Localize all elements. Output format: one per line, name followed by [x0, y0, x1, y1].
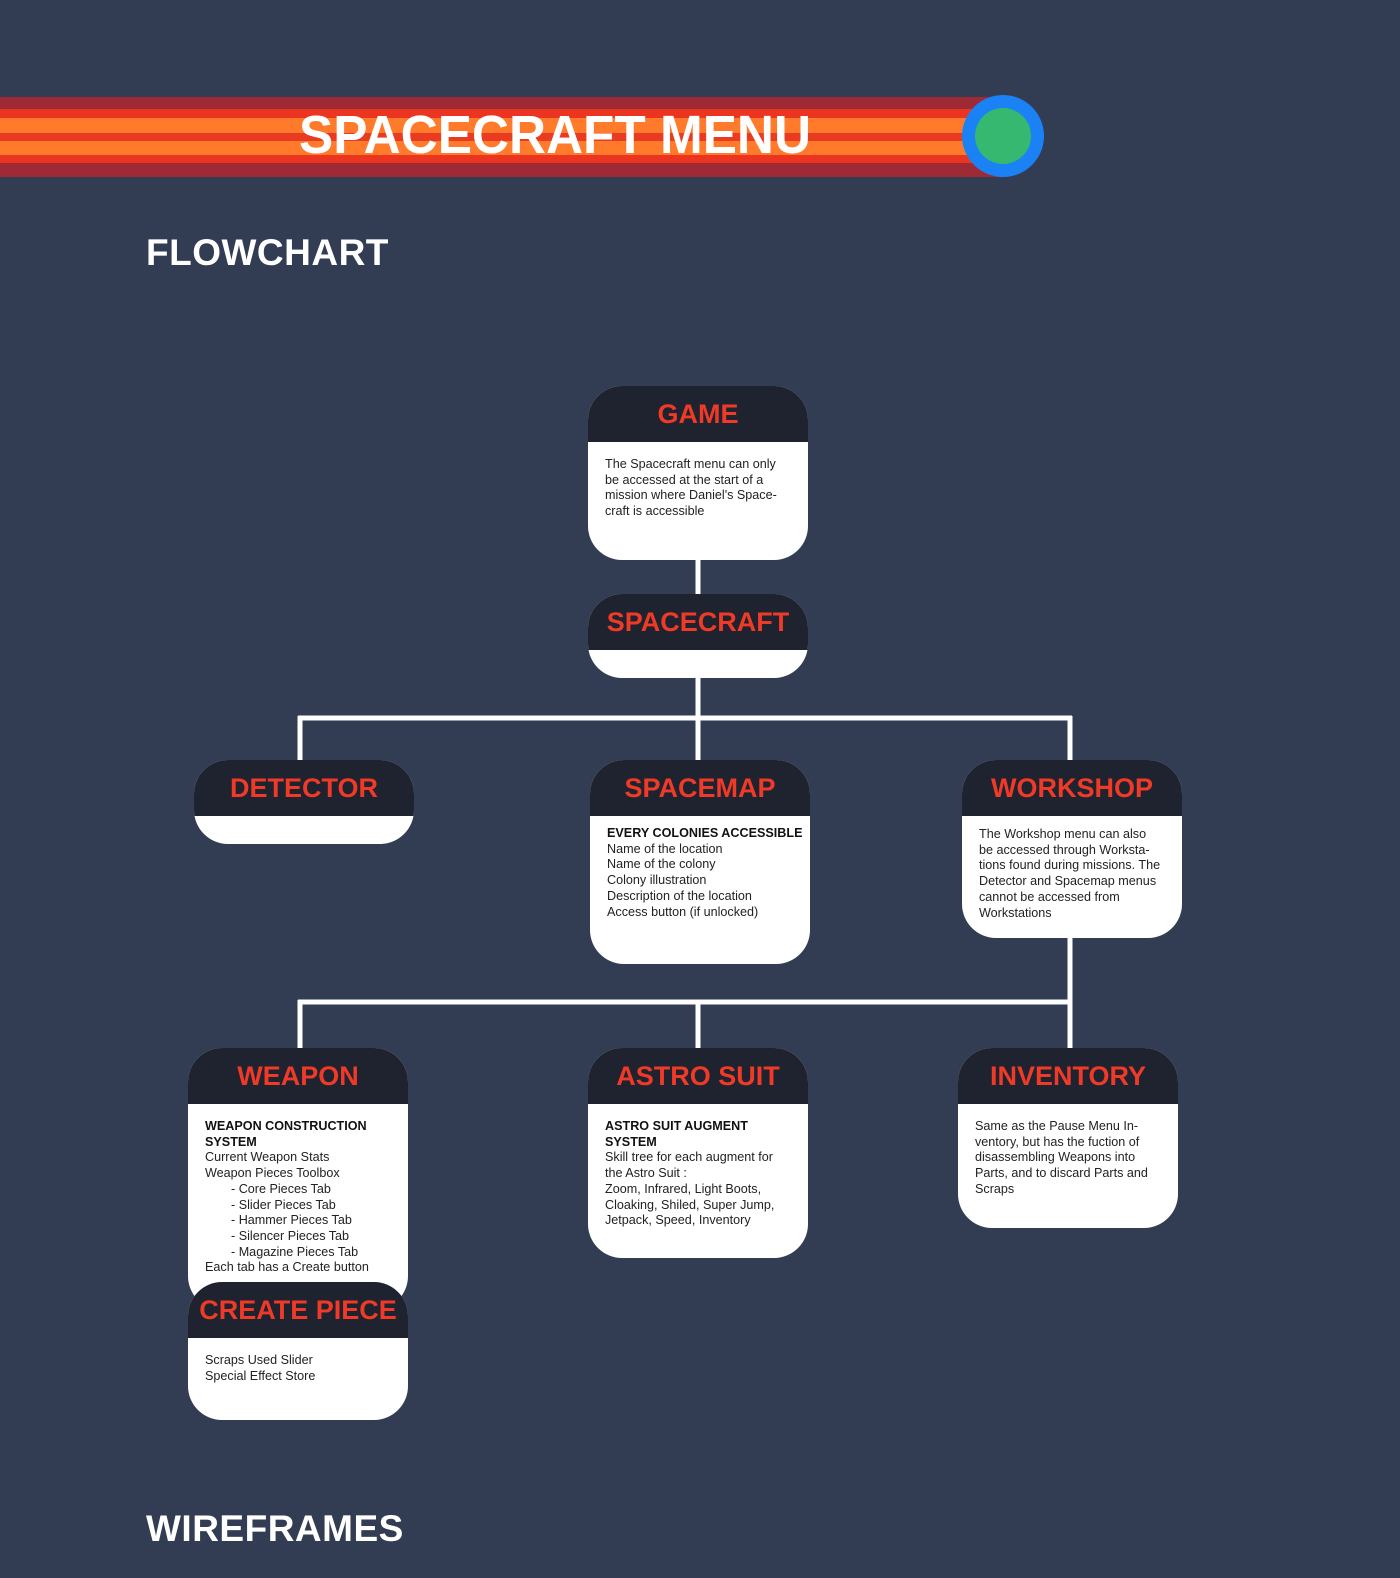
text-line: Description of the location: [607, 888, 752, 903]
node-title: ASTRO SUIT: [588, 1048, 808, 1104]
text-line: Detector and Spacemap menus: [979, 874, 1157, 889]
text-line: mission where Daniel's Space-: [605, 488, 777, 503]
text-line: Skill tree for each augment for: [605, 1150, 773, 1165]
node-description: The Spacecraft menu can only be accessed…: [588, 442, 808, 530]
text-line: Scraps Used Slider: [205, 1353, 313, 1367]
node-create-piece: CREATE PIECE Scraps Used Slider Special …: [188, 1282, 408, 1420]
node-description: WEAPON CONSTRUCTION SYSTEM Current Weapo…: [188, 1104, 408, 1286]
text-line: disassembling Weapons into: [975, 1150, 1136, 1165]
node-astro-suit: ASTRO SUIT ASTRO SUIT AUGMENT SYSTEM Ski…: [588, 1048, 808, 1258]
text-line: Zoom, Infrared, Light Boots,: [605, 1181, 762, 1196]
section-title-flowchart: FLOWCHART: [146, 232, 389, 273]
node-title: DETECTOR: [194, 760, 414, 816]
tab-item: - Silencer Pieces Tab: [231, 1228, 350, 1243]
lead-text: ASTRO SUIT AUGMENT: [605, 1119, 748, 1133]
node-title: SPACEMAP: [590, 760, 810, 816]
lead-text: SYSTEM: [205, 1134, 257, 1149]
node-title: WORKSHOP: [962, 760, 1182, 816]
tab-item: - Magazine Pieces Tab: [231, 1244, 359, 1259]
node-workshop: WORKSHOP The Workshop menu can also be a…: [962, 760, 1182, 938]
text-line: The Spacecraft menu can only: [605, 457, 776, 471]
text-line: Workstations: [979, 905, 1052, 920]
text-line: cannot be accessed from: [979, 889, 1120, 904]
node-description: Same as the Pause Menu In- ventory, but …: [958, 1104, 1178, 1208]
node-description: ASTRO SUIT AUGMENT SYSTEM Skill tree for…: [588, 1104, 808, 1239]
node-game: GAME The Spacecraft menu can only be acc…: [588, 386, 808, 560]
node-inventory: INVENTORY Same as the Pause Menu In- ven…: [958, 1048, 1178, 1228]
text-line: Name of the colony: [607, 857, 716, 872]
node-spacemap: SPACEMAP EVERY COLONIES ACCESSIBLE Name …: [590, 760, 810, 964]
text-line: Cloaking, Shiled, Super Jump,: [605, 1197, 775, 1212]
tab-item: - Core Pieces Tab: [231, 1181, 331, 1196]
page-title: SPACECRAFT MENU: [298, 105, 812, 165]
circle-badge-icon: [962, 95, 1044, 177]
text-line: Scraps: [975, 1181, 1015, 1196]
node-title: GAME: [588, 386, 808, 442]
text-line: tions found during missions. The: [979, 858, 1161, 873]
text-line: Same as the Pause Menu In-: [975, 1119, 1139, 1133]
text-line: Access button (if unlocked): [607, 904, 759, 919]
lead-text: EVERY COLONIES ACCESSIBLE: [607, 826, 803, 840]
text-line: be accessed at the start of a: [605, 472, 764, 487]
node-description: EVERY COLONIES ACCESSIBLE Name of the lo…: [590, 816, 810, 930]
node-title: INVENTORY: [958, 1048, 1178, 1104]
text-line: Jetpack, Speed, Inventory: [605, 1213, 751, 1228]
text-line: Each tab has a Create button: [205, 1260, 369, 1275]
node-title: CREATE PIECE: [188, 1282, 408, 1338]
tab-item: - Hammer Pieces Tab: [231, 1213, 352, 1228]
text-line: Special Effect Store: [205, 1368, 316, 1383]
text-line: the Astro Suit :: [605, 1166, 687, 1181]
text-line: The Workshop menu can also: [979, 827, 1147, 841]
lead-text: WEAPON CONSTRUCTION: [205, 1119, 367, 1133]
text-line: Colony illustration: [607, 873, 707, 888]
node-weapon: WEAPON WEAPON CONSTRUCTION SYSTEM Curren…: [188, 1048, 408, 1310]
node-description: Scraps Used Slider Special Effect Store: [188, 1338, 408, 1394]
badge-inner-dot: [975, 108, 1031, 164]
text-line: be accessed through Worksta-: [979, 842, 1150, 857]
title-banner-stripes: [0, 97, 1002, 177]
text-line: craft is accessible: [605, 504, 705, 519]
text-line: Name of the location: [607, 841, 723, 856]
text-line: Weapon Pieces Toolbox: [205, 1166, 340, 1181]
section-title-wireframes: WIREFRAMES: [146, 1508, 404, 1549]
node-detector: DETECTOR: [194, 760, 414, 844]
node-spacecraft: SPACECRAFT: [588, 594, 808, 678]
node-description: The Workshop menu can also be accessed t…: [962, 816, 1182, 931]
text-line: ventory, but has the fuction of: [975, 1134, 1140, 1149]
node-title: WEAPON: [188, 1048, 408, 1104]
tab-item: - Slider Pieces Tab: [231, 1197, 336, 1212]
lead-text: SYSTEM: [605, 1134, 657, 1149]
node-title: SPACECRAFT: [588, 594, 808, 650]
text-line: Parts, and to discard Parts and: [975, 1166, 1148, 1181]
text-line: Current Weapon Stats: [205, 1150, 330, 1165]
